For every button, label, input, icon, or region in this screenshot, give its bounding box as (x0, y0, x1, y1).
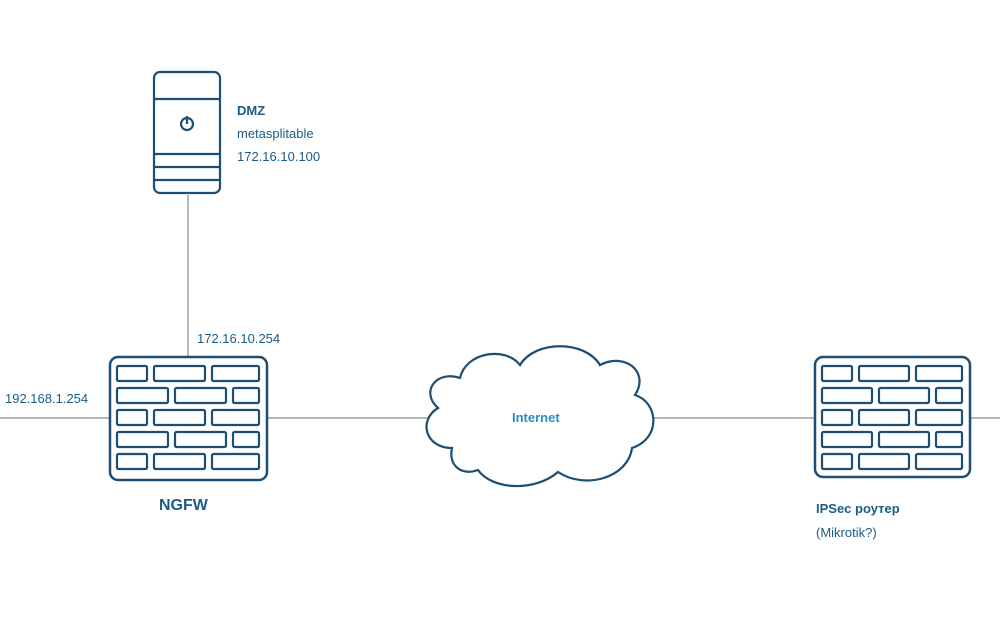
firewall-icon (813, 355, 972, 479)
internet-label: Internet (512, 410, 560, 425)
ngfw-lan-interface-ip: 192.168.1.254 (5, 391, 89, 406)
dmz-title: DMZ (237, 103, 266, 118)
dmz-hostname: metasplitable (237, 126, 314, 141)
ngfw-title: NGFW (159, 497, 208, 514)
cloud-icon (425, 345, 655, 488)
links (0, 195, 1000, 419)
ipsec-router-subtitle: (Mikrotik?) (816, 525, 877, 540)
firewall-icon (108, 355, 269, 482)
dmz-ip: 172.16.10.100 (237, 149, 321, 164)
ipsec-router-title: IPSec роутер (816, 501, 900, 516)
ngfw-dmz-interface-ip: 172.16.10.254 (197, 331, 281, 346)
server-icon (152, 70, 222, 195)
